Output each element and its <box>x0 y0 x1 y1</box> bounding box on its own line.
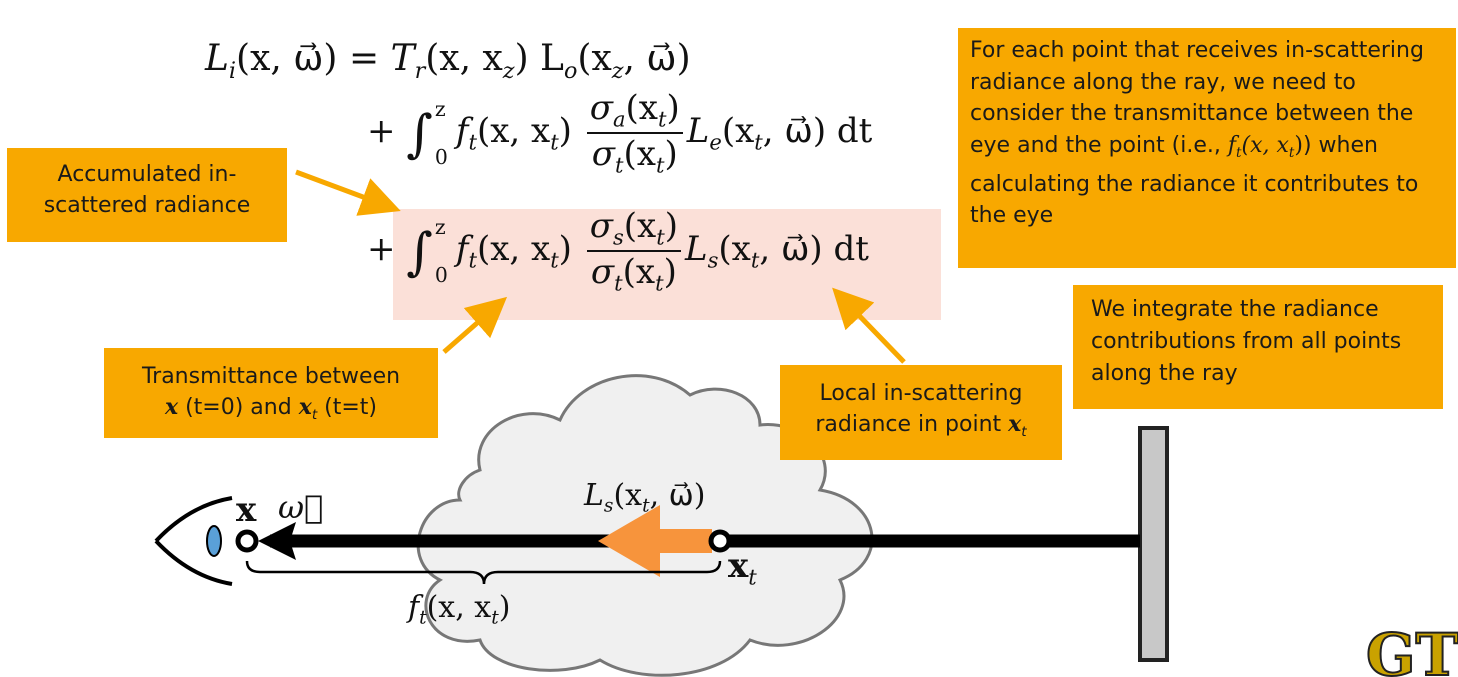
local-scattering-callout: Local in-scattering radiance in point xt <box>780 365 1062 460</box>
ft-label: ft(x, xt) <box>408 590 511 629</box>
integral-sign: ∫ <box>406 105 433 165</box>
absorption-fraction: σa(xt) σt(xt) <box>586 89 683 176</box>
accumulated-arrow <box>295 169 401 216</box>
xt-point-marker <box>708 529 732 553</box>
transmittance-callout: Transmittance between x (t=0) and xt (t=… <box>104 348 438 438</box>
omega-label: ω⃗ <box>278 488 324 526</box>
equation-line-1: Li(x, ω⃗) = Tr(x, xz) Lo(xz, ω⃗) <box>205 38 691 84</box>
wall-surface <box>1138 426 1169 662</box>
accumulated-callout: Accumulated in-scattered radiance <box>7 148 287 242</box>
integrate-callout: We integrate the radiance contributions … <box>1073 285 1443 409</box>
transmittance-arrow <box>442 296 508 354</box>
ls-arrowhead <box>598 505 660 577</box>
transmittance-brace <box>245 560 722 585</box>
eye-icon <box>154 496 233 586</box>
integral-sign: ∫ <box>406 223 433 283</box>
ray-arrowhead <box>258 522 296 560</box>
scattering-fraction: σs(xt) σt(xt) <box>586 207 681 294</box>
local-scattering-arrow <box>832 287 906 364</box>
gt-logo: GT <box>1365 621 1458 677</box>
eye-point-label: x <box>236 490 257 530</box>
transmittance-explanation-callout: For each point that receives in-scatteri… <box>958 28 1456 268</box>
xt-point-label: xt <box>728 546 757 590</box>
ls-label: Ls(xt, ω⃗) <box>584 478 706 517</box>
eye-point-marker <box>235 529 259 553</box>
